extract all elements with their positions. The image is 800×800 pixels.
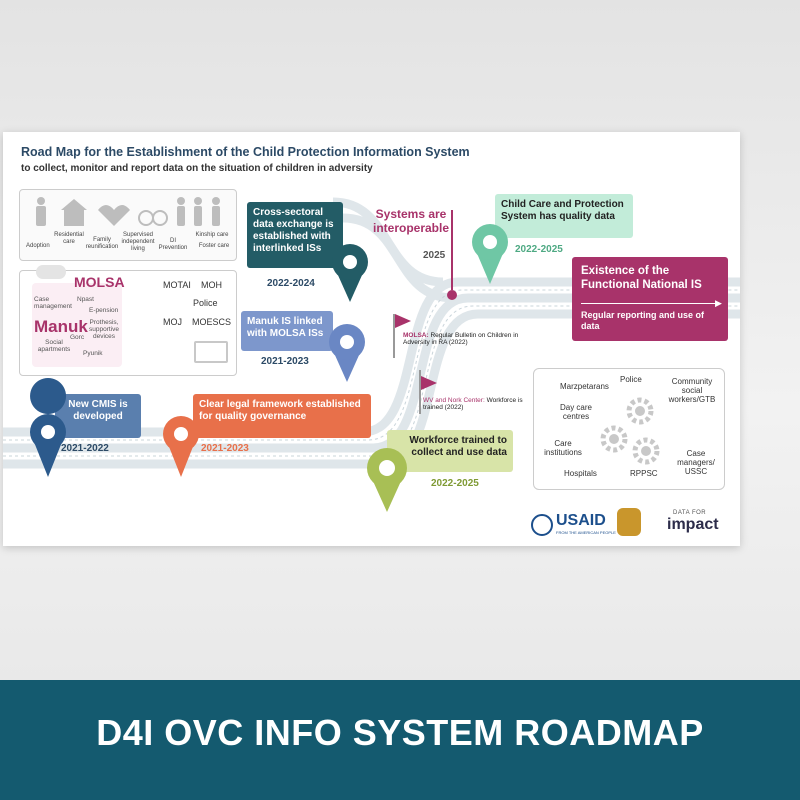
flag-wv-training: WV and Nork Center: Workforce is trained…: [423, 397, 533, 412]
actor-care-institutions: Care institutions: [544, 439, 582, 458]
milestone-pins: [30, 224, 508, 512]
pin-new-cmis: [30, 378, 67, 477]
service-residential-care: Residential care: [54, 232, 84, 245]
flag-org: MOLSA:: [403, 332, 429, 339]
gears-icon: [600, 397, 660, 465]
milestone-cross-sectoral-year: 2022-2024: [267, 278, 315, 289]
milestone-manuk-linked-year: 2021-2023: [261, 356, 309, 367]
service-di-prevention: DI Prevention: [158, 238, 188, 251]
goal-arrow-line: [581, 303, 721, 304]
milestone-interoperable-year: 2025: [423, 250, 446, 261]
manuk-label: Manuk: [34, 317, 88, 336]
goal-title: Existence of the Functional National IS: [581, 265, 702, 292]
pin-legal-framework: [163, 416, 199, 477]
flag-text: Workforce is trained (2022): [423, 397, 523, 412]
pin-manuk-linked: [329, 324, 365, 382]
banner-title: D4I OVC INFO SYSTEM ROADMAP: [96, 712, 704, 753]
molsa-system-gorc: Gorc: [70, 334, 85, 341]
molsa-system-e-pension: E-pension: [89, 307, 119, 314]
service-adoption: Adoption: [26, 243, 50, 249]
molsa-system-npast: Npast: [77, 296, 94, 303]
actor-marzpetarans: Marzpetarans: [560, 382, 609, 391]
usaid-logo: USAID: [556, 512, 606, 529]
flag-org: WV and Nork Center:: [423, 397, 485, 404]
milestone-legal-framework-year: 2021-2023: [201, 443, 249, 454]
ministry-moj: MOJ: [163, 317, 182, 327]
flag-text: Regular Bulletin on Children in Adversit…: [403, 332, 519, 347]
service-supervised-living: Supervised independent living: [121, 232, 155, 252]
roadmap-infographic: Road Map for the Establishment of the Ch…: [3, 132, 740, 546]
usaid-seal-icon: [531, 514, 553, 536]
milestone-new-cmis: New CMIS is developed: [55, 394, 141, 438]
pin-workforce: [367, 448, 407, 512]
services-icons: [36, 197, 220, 226]
actor-rppsc: RPPSC: [630, 469, 658, 478]
milestone-legal-framework: Clear legal framework established for qu…: [193, 394, 371, 438]
molsa-system-social-apartments: Social apartments: [37, 339, 71, 354]
actor-police: Police: [620, 375, 642, 384]
actor-case-managers: Case managers/ USSC: [677, 449, 715, 477]
ministries-panel: MOLSA Manuk Case management Npast E-pens…: [19, 265, 237, 376]
molsa-area: [32, 283, 122, 367]
d4i-logo-top: DATA FOR: [673, 510, 707, 516]
bottom-banner: [0, 680, 800, 800]
pin-quality-data: [472, 224, 508, 284]
service-family-reunification: Family reunification: [85, 237, 119, 250]
d4i-logo: impact: [667, 516, 719, 533]
infographic-title: Road Map for the Establishment of the Ch…: [21, 145, 470, 159]
ministry-police: Police: [193, 298, 218, 308]
milestone-manuk-linked: Manuk IS linked with MOLSA ISs: [241, 311, 333, 351]
armenia-coat-of-arms-icon: [617, 508, 641, 536]
goal-box: Existence of the Functional National IS …: [572, 257, 728, 341]
molsa-system-pyunik: Pyunik: [83, 350, 103, 357]
milestone-workforce-year: 2022-2025: [431, 478, 479, 489]
usaid-tagline: FROM THE AMERICAN PEOPLE: [556, 530, 616, 535]
actor-hospitals: Hospitals: [564, 469, 597, 478]
computer-icon: [194, 341, 228, 363]
goal-detail: Regular reporting and use of data: [581, 310, 705, 331]
service-foster-care: Foster care: [198, 243, 230, 249]
infographic-subtitle: to collect, monitor and report data on t…: [21, 163, 373, 174]
milestone-new-cmis-year: 2021-2022: [61, 443, 109, 454]
pin-cross-sectoral: [332, 244, 368, 302]
milestone-cross-sectoral: Cross-sectoral data exchange is establis…: [247, 202, 343, 268]
actors-panel: Marzpetarans Police Community social wor…: [533, 368, 725, 490]
flag-molsa-bulletin: MOLSA: Regular Bulletin on Children in A…: [403, 332, 521, 347]
ministry-motai: MOTAI: [163, 280, 191, 290]
milestone-quality-data: Child Care and Protection System has qua…: [495, 194, 633, 238]
milestone-interoperable: Systems are interoperable: [372, 207, 450, 235]
molsa-system-prothesis: Prothesis, supportive devices: [89, 319, 119, 341]
services-panel: Adoption Residential care Family reunifi…: [19, 189, 237, 261]
milestone-quality-data-year: 2022-2025: [515, 244, 563, 255]
arrow-right-icon: ▶: [715, 298, 722, 308]
milestone-workforce: Workforce trained to collect and use dat…: [387, 430, 513, 472]
service-kinship-care: Kinship care: [195, 232, 229, 238]
molsa-system-case-management: Case management: [34, 296, 72, 311]
ministry-moh: MOH: [201, 280, 222, 290]
cloud-icon: [36, 265, 66, 279]
molsa-label: MOLSA: [74, 274, 125, 290]
actor-community-social-workers: Community social workers/GTB: [668, 377, 716, 405]
ministry-moescs: MOESCS: [192, 317, 232, 327]
road-track: [3, 197, 740, 469]
actor-day-care-centres: Day care centres: [559, 403, 592, 422]
